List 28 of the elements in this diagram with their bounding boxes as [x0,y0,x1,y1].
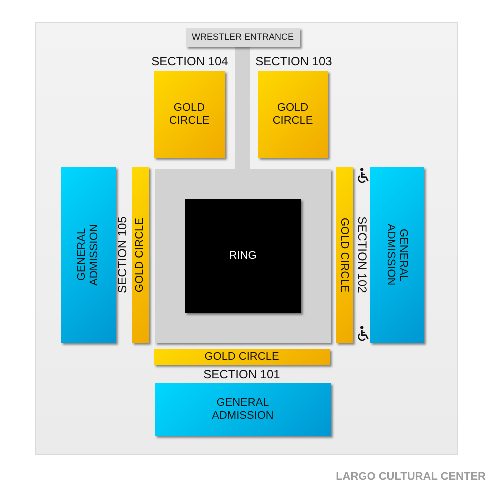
wrestling-ring [185,199,301,313]
seating-section [154,71,225,158]
section-name: GOLD CIRCLE [204,350,280,364]
section-name: GENERAL ADMISSION [76,223,101,288]
seating-section [154,349,330,365]
section-number-label: SECTION 103 [256,55,332,69]
entrance-label: WRESTLER ENTRANCE [192,32,294,43]
ring-label: RING [229,250,257,262]
section-name: GOLD CIRCLE [272,102,314,127]
section-name: GOLD CIRCLE [134,218,147,292]
section-number-label: SECTION 101 [204,368,280,382]
entrance-walkway [236,47,250,169]
section-name: GENERAL ADMISSION [211,397,275,422]
seating-section [132,167,149,343]
section-name: GENERAL ADMISSION [384,223,410,288]
section-number-label: SECTION 105 [116,216,130,294]
section-name: GOLD CIRCLE [338,218,351,292]
seating-section [336,167,353,343]
seating-section [370,167,424,343]
entrance-sign [186,28,300,47]
section-number-label: SECTION 104 [152,55,228,69]
section-name: GOLD CIRCLE [168,102,211,127]
seating-section [258,71,328,158]
seating-section [61,167,116,343]
arena-floor [155,169,331,343]
venue-caption: LARGO CULTURAL CENTER [336,471,486,483]
section-number-label: SECTION 102 [355,216,369,294]
seating-section [155,383,331,436]
